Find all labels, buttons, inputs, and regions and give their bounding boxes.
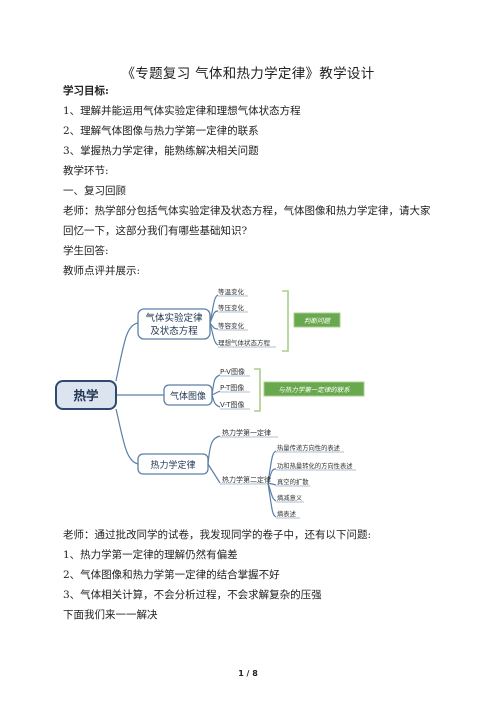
step-1-heading: 一、复习回顾 bbox=[63, 185, 126, 197]
teacher-paragraph-1b: 回忆一下，这部分我们有哪些基础知识? bbox=[63, 225, 248, 237]
branch-second-law-items: 热量传递方向性的表述 功和热量转化的方向性表述 真空的扩散 熵减意义 熵表述 bbox=[277, 443, 353, 518]
branch-gas-laws-underlines bbox=[218, 295, 276, 348]
item-ideal-gas-equation: 理想气体状态方程 bbox=[218, 338, 271, 347]
branch-thermo-laws-node bbox=[137, 453, 209, 475]
item-isothermal: 等温变化 bbox=[218, 287, 245, 296]
item-work-heat-direction: 功和热量转化的方向性表述 bbox=[277, 461, 353, 470]
branch-gas-laws-label-2: 及状态方程 bbox=[150, 325, 198, 337]
note-first-law-link bbox=[263, 381, 365, 397]
page-number: 1 / 8 bbox=[238, 669, 258, 678]
branch-thermo-laws-label: 热力学定律 bbox=[150, 459, 195, 471]
page-title: 《专题复习 气体和热力学定律》教学设计 bbox=[121, 66, 375, 82]
bracket-1 bbox=[282, 290, 289, 352]
item-heat-direction: 热量传递方向性的表述 bbox=[277, 443, 341, 452]
item-isochoric: 等容变化 bbox=[218, 321, 245, 330]
branch-gas-graph-items: P-V图像 P-T图像 V-T图像 bbox=[220, 367, 245, 409]
problem-1: 1、热力学第一定律的理解仍然有偏差 bbox=[63, 549, 238, 561]
goal-3: 3、掌握热力学定律，能熟练解决相关问题 bbox=[63, 145, 259, 157]
section-goal-heading: 学习目标: bbox=[63, 85, 109, 97]
item-first-law: 热力学第一定律 bbox=[222, 428, 271, 437]
item-isobaric: 等压变化 bbox=[218, 303, 245, 312]
root-label: 热学 bbox=[73, 388, 99, 403]
item-entropy-statement: 熵表述 bbox=[277, 509, 297, 518]
item-pv-graph: P-V图像 bbox=[220, 367, 245, 376]
goal-2: 2、理解气体图像与热力学第一定律的联系 bbox=[63, 125, 259, 137]
item-pt-graph: P-T图像 bbox=[220, 383, 244, 392]
branch-gas-laws-label-1: 气体实验定律 bbox=[145, 312, 203, 324]
item-vt-graph: V-T图像 bbox=[220, 400, 245, 409]
student-answer-label: 学生回答: bbox=[63, 245, 109, 257]
teacher-paragraph-2: 老师：通过批改同学的试卷，我发现同学的卷子中，还有以下问题: bbox=[63, 529, 372, 541]
item-entropy-meaning: 熵减意义 bbox=[277, 493, 303, 502]
branch-gas-laws-items: 等温变化 等压变化 等容变化 理想气体状态方程 bbox=[218, 287, 271, 347]
root-node bbox=[55, 380, 117, 410]
mind-map-diagram: 热学 气体实验定律 及状态方程 等温变化 等压变化 等容变化 理想气体状态方程 … bbox=[55, 287, 365, 519]
branch-gas-graph-node bbox=[163, 384, 213, 406]
bracket-2 bbox=[254, 368, 261, 412]
teacher-paragraph-1a: 老师：热学部分包括气体实验定律及状态方程，气体图像和热力学定律，请大家 bbox=[63, 205, 431, 217]
closing-line: 下面我们来一一解决 bbox=[63, 609, 158, 621]
branch-gas-graph-label: 气体图像 bbox=[170, 390, 206, 402]
section-steps-heading: 教学环节: bbox=[63, 165, 109, 177]
note-judge-problem-label: 判断问题 bbox=[304, 317, 332, 325]
branch-gas-laws-node bbox=[137, 308, 211, 340]
note-judge-problem bbox=[293, 312, 341, 328]
item-vacuum-diffusion: 真空的扩散 bbox=[277, 477, 309, 486]
branch-gas-graph-underlines bbox=[220, 375, 250, 410]
branch-second-law-underlines bbox=[276, 451, 356, 519]
problem-3: 3、气体相关计算，不会分析过程，不会求解复杂的压强 bbox=[63, 589, 322, 601]
goal-1: 1、理解并能运用气体实验定律和理想气体状态方程 bbox=[63, 105, 301, 117]
note-first-law-link-label: 与热力学第一定律的联系 bbox=[278, 386, 350, 394]
problem-2: 2、气体图像和热力学第一定律的结合掌握不好 bbox=[63, 569, 280, 581]
item-second-law: 热力学第二定律 bbox=[222, 475, 271, 484]
teacher-show-label: 教师点评并展示: bbox=[63, 265, 141, 277]
